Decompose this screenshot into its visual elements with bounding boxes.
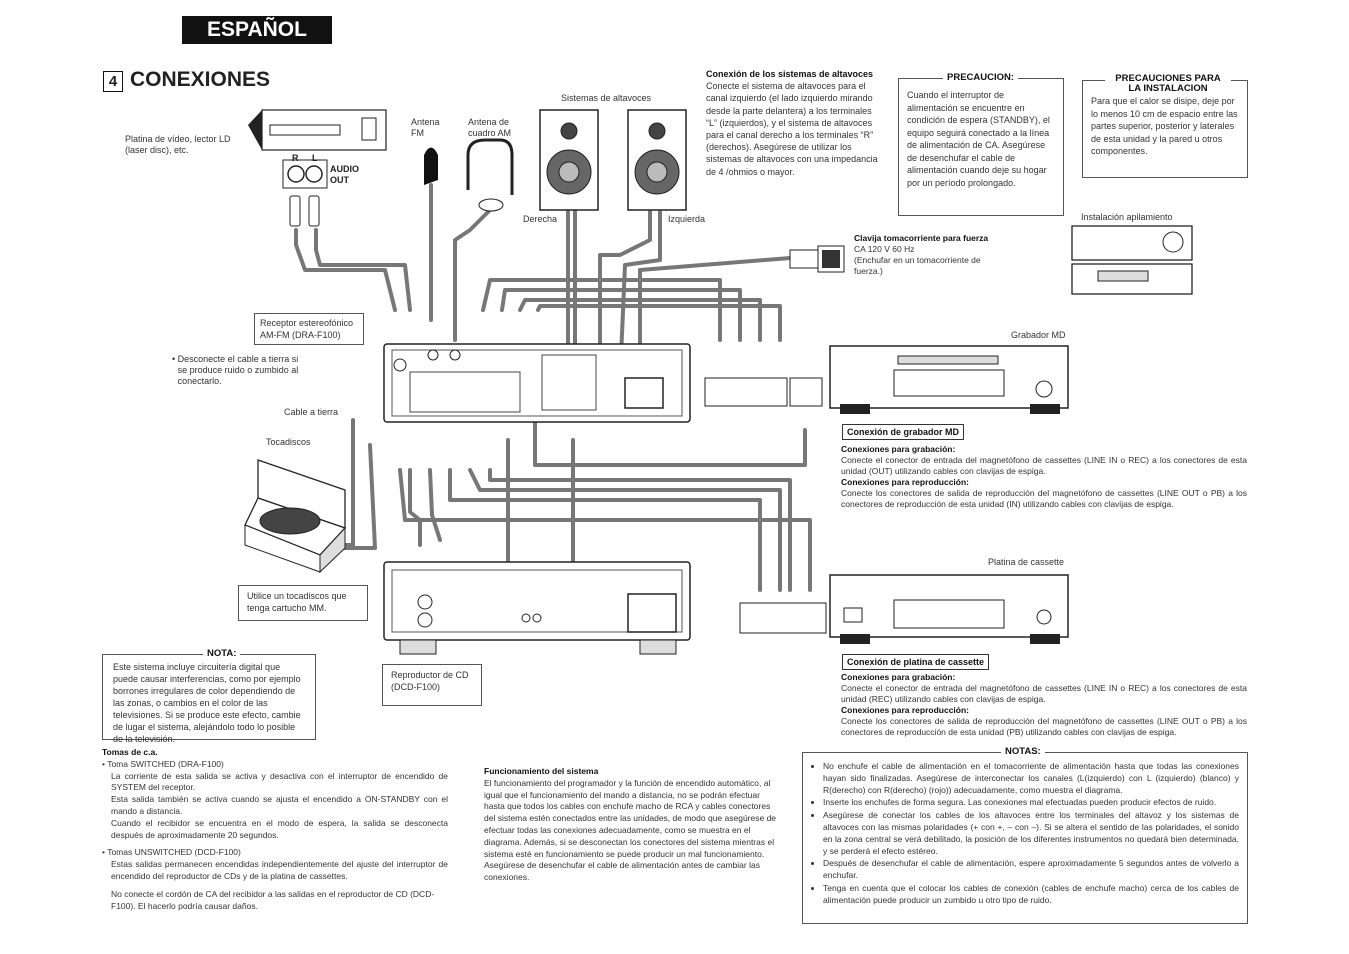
nota-text: Este sistema incluye circuitería digital…: [113, 662, 301, 744]
notas-box: NOTAS: No enchufe el cable de alimentaci…: [802, 746, 1248, 924]
nota-box: NOTA: Este sistema incluye circuitería d…: [102, 648, 316, 744]
notas-item: Inserte los enchufes de forma segura. La…: [823, 797, 1239, 809]
installation-text: Para que el calor se disipe, deje por lo…: [1091, 96, 1238, 156]
md-rec-text: Conecte el conector de entrada del magne…: [841, 455, 1247, 476]
outlets-switched-title: Toma SWITCHED (DRA-F100): [107, 758, 224, 769]
speaker-connection-text: Conecte el sistema de altavoces para el …: [706, 81, 878, 177]
plug-text: CA 120 V 60 Hz (Enchufar en un tomacorri…: [854, 244, 981, 276]
notas-item: Tenga en cuenta que el colocar los cable…: [823, 883, 1239, 907]
label-right: Derecha: [523, 214, 558, 224]
outlets-section: Tomas de c.a. • Toma SWITCHED (DRA-F100)…: [102, 747, 448, 912]
label-speakers: Sistemas de altavoces: [561, 93, 652, 103]
md-rear-jacks: [704, 377, 823, 407]
outlets-unswitched: • Tomas UNSWITCHED (DCD-F100): [102, 847, 241, 858]
label-cassette-deck: Platina de cassette: [988, 557, 1065, 567]
outlets-switched: • Toma SWITCHED (DRA-F100): [102, 758, 224, 769]
outlets-warning: No conecte el cordón de CA del recibidor…: [111, 888, 435, 911]
outlets-unswitched-title: Tomas UNSWITCHED (DCD-F100): [107, 847, 241, 858]
notas-title: NOTAS:: [1001, 746, 1045, 758]
outlets-title: Tomas de c.a.: [102, 747, 158, 757]
label-ground-cable: Cable a tierra: [284, 407, 339, 417]
video-deck: [248, 109, 387, 227]
receiver-unit: [383, 343, 691, 423]
cassette-play-text: Conecte los conectores de salida de repr…: [841, 716, 1247, 737]
am-antenna: [466, 138, 514, 212]
label-stacking: Instalación apilamiento: [1081, 212, 1173, 222]
label-video-deck: Platina de vídeo, lector LD (laser disc)…: [125, 134, 231, 155]
section-number: 4: [103, 71, 123, 92]
speaker-connection: Conexión de los sistemas de altavoces Co…: [706, 68, 878, 178]
label-receiver: Receptor estereofónico AM-FM (DRA-F100): [254, 313, 364, 345]
cassette-connection-text: Conexiones para grabación: Conecte el co…: [841, 672, 1247, 738]
label-am-antenna: Antena de cuadro AM: [468, 117, 512, 138]
installation-title: PRECAUCIONES PARA LA INSTALACION: [1105, 74, 1231, 94]
turntable: [244, 459, 347, 574]
turntable-note: Utilice un tocadiscos que tenga cartucho…: [238, 585, 368, 621]
notas-item: No enchufe el cable de alimentación en e…: [823, 761, 1239, 796]
label-turntable: Tocadiscos: [266, 437, 311, 447]
md-connection-title: Conexión de grabador MD: [842, 424, 965, 440]
label-left: Izquierda: [668, 214, 706, 224]
plug-info: Clavija tomacorriente para fuerza CA 120…: [854, 233, 988, 277]
cassette-rec-title: Conexiones para grabación:: [841, 672, 956, 682]
notas-item: Asegúrese de conectar los cables de los …: [823, 810, 1239, 857]
stacked-units: [1071, 225, 1193, 295]
label-audio-out: AUDIO OUT: [330, 164, 359, 185]
cassette-rec-text: Conecte el conector de entrada del magne…: [841, 683, 1247, 704]
outlets-unswitched-text: Estas salidas permanecen encendidas inde…: [111, 859, 448, 881]
label-fm-antenna: Antena FM: [411, 117, 440, 138]
md-rec-title: Conexiones para grabación:: [841, 444, 956, 454]
caution-text: Cuando el interruptor de alimentación se…: [907, 90, 1050, 188]
plug-title: Clavija tomacorriente para fuerza: [854, 233, 989, 243]
outlets-switched-text: La corriente de esta salida se activa y …: [111, 770, 448, 840]
fm-antenna: [424, 147, 438, 185]
md-play-text: Conecte los conectores de salida de repr…: [841, 488, 1247, 509]
caution-box: PRECAUCION: Cuando el interruptor de ali…: [898, 72, 1064, 216]
label-r: R: [292, 153, 299, 163]
label-md-recorder: Grabador MD: [1011, 330, 1066, 340]
cd-player: [383, 561, 691, 655]
cassette-deck: [829, 574, 1069, 644]
speaker-connection-title: Conexión de los sistemas de altavoces: [706, 69, 874, 79]
caution-title: PRECAUCION:: [943, 72, 1019, 84]
md-play-title: Conexiones para reproducción:: [841, 477, 969, 487]
system-function-title: Funcionamiento del sistema: [484, 766, 599, 776]
label-cd-player: Reproductor de CD (DCD-F100): [382, 664, 482, 706]
section-title: CONEXIONES: [130, 68, 271, 91]
label-l: L: [312, 153, 318, 163]
ground-note-text: Desconecte el cable a tierra si se produ…: [177, 354, 299, 386]
cassette-connection-title: Conexión de platina de cassette: [842, 654, 990, 670]
power-plug: [789, 245, 845, 273]
speaker-right: [539, 109, 599, 211]
notas-item: Después de desenchufar el cable de alime…: [823, 858, 1239, 882]
nota-title: NOTA:: [203, 648, 241, 660]
md-connection-text: Conexiones para grabación: Conecte el co…: [841, 444, 1247, 510]
speaker-left: [627, 109, 687, 211]
system-function-section: Funcionamiento del sistema El funcionami…: [484, 766, 780, 884]
md-recorder: [829, 345, 1069, 414]
ground-note: • Desconecte el cable a tierra si se pro…: [172, 354, 299, 386]
installation-box: PRECAUCIONES PARA LA INSTALACION Para qu…: [1082, 74, 1248, 178]
cassette-rear-jacks: [739, 602, 827, 634]
system-function-text: El funcionamiento del programador y la f…: [484, 777, 777, 883]
cassette-play-title: Conexiones para reproducción:: [841, 705, 969, 715]
notas-list: No enchufe el cable de alimentación en e…: [811, 761, 1239, 907]
language-tab: ESPAÑOL: [182, 16, 332, 44]
